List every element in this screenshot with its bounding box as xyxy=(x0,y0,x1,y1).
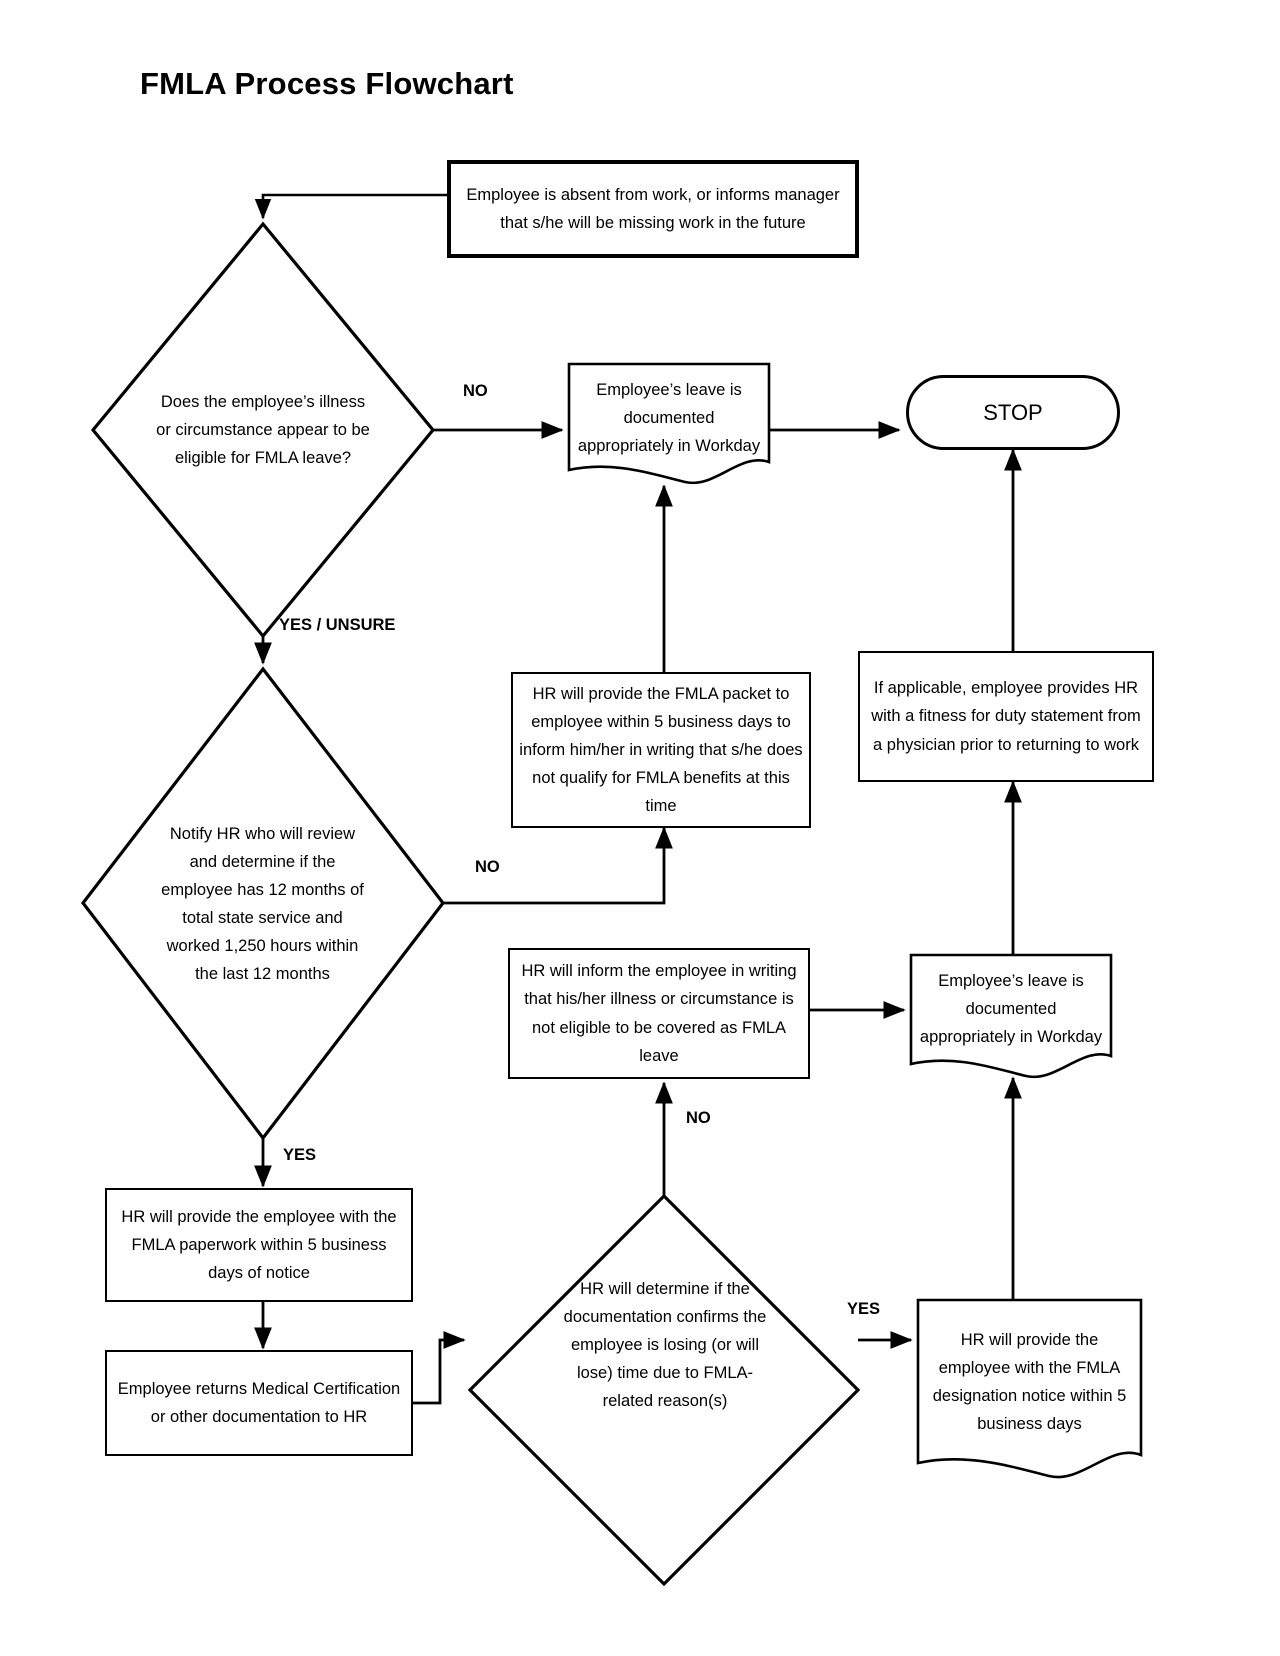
node-fmla-packet[interactable]: HR will provide the FMLA packet to emplo… xyxy=(511,672,811,828)
edge-start-to-decision1 xyxy=(254,193,447,220)
node-decision-3-label: HR will determine if the documentation c… xyxy=(563,1279,767,1411)
node-start-label: Employee is absent from work, or informs… xyxy=(466,185,840,232)
node-designation-notice-label: HR will provide the employee with the FM… xyxy=(932,1330,1127,1434)
edge-returns-to-decision3 xyxy=(411,1331,466,1405)
node-fitness-for-duty-label: If applicable, employee provides HR with… xyxy=(871,679,1141,754)
node-document-workday-top-label: Employee’s leave is documented appropria… xyxy=(577,380,761,456)
edge-label-decision3-yes: YES xyxy=(847,1300,881,1318)
edge-label-decision1-no: NO xyxy=(463,382,488,400)
node-employee-returns[interactable]: Employee returns Medical Certification o… xyxy=(105,1350,413,1456)
node-decision-3[interactable]: HR will determine if the documentation c… xyxy=(554,1230,776,1460)
node-employee-returns-label: Employee returns Medical Certification o… xyxy=(117,1379,401,1426)
edge-label-decision2-no: NO xyxy=(475,858,500,876)
node-fmla-packet-label: HR will provide the FMLA packet to emplo… xyxy=(519,684,803,816)
node-designation-notice[interactable]: HR will provide the employee with the FM… xyxy=(918,1298,1141,1466)
node-fmla-paperwork-label: HR will provide the employee with the FM… xyxy=(121,1207,397,1283)
edge-label-decision2-yes: YES xyxy=(283,1146,317,1164)
node-decision-2-label: Notify HR who will review and determine … xyxy=(161,824,364,984)
node-stop[interactable]: STOP xyxy=(906,375,1120,450)
edge-label-decision1-yes-unsure: YES / UNSURE xyxy=(279,616,396,634)
node-fitness-for-duty[interactable]: If applicable, employee provides HR with… xyxy=(858,651,1154,782)
node-stop-label: STOP xyxy=(983,399,1043,425)
node-document-workday-top[interactable]: Employee’s leave is documented appropria… xyxy=(569,362,769,474)
node-document-workday-middle[interactable]: Employee’s leave is documented appropria… xyxy=(911,953,1111,1065)
edge-label-decision3-no: NO xyxy=(686,1109,711,1127)
node-fmla-paperwork[interactable]: HR will provide the employee with the FM… xyxy=(105,1188,413,1302)
node-decision-1[interactable]: Does the employee’s illness or circumsta… xyxy=(148,325,378,535)
node-decision-1-label: Does the employee’s illness or circumsta… xyxy=(156,392,370,468)
node-hr-inform-label: HR will inform the employee in writing t… xyxy=(521,962,797,1065)
node-hr-inform[interactable]: HR will inform the employee in writing t… xyxy=(508,948,810,1079)
node-document-workday-middle-label: Employee’s leave is documented appropria… xyxy=(919,971,1103,1047)
node-decision-2[interactable]: Notify HR who will review and determine … xyxy=(155,775,370,1033)
page-title: FMLA Process Flowchart xyxy=(140,66,514,101)
node-start[interactable]: Employee is absent from work, or informs… xyxy=(447,160,859,258)
